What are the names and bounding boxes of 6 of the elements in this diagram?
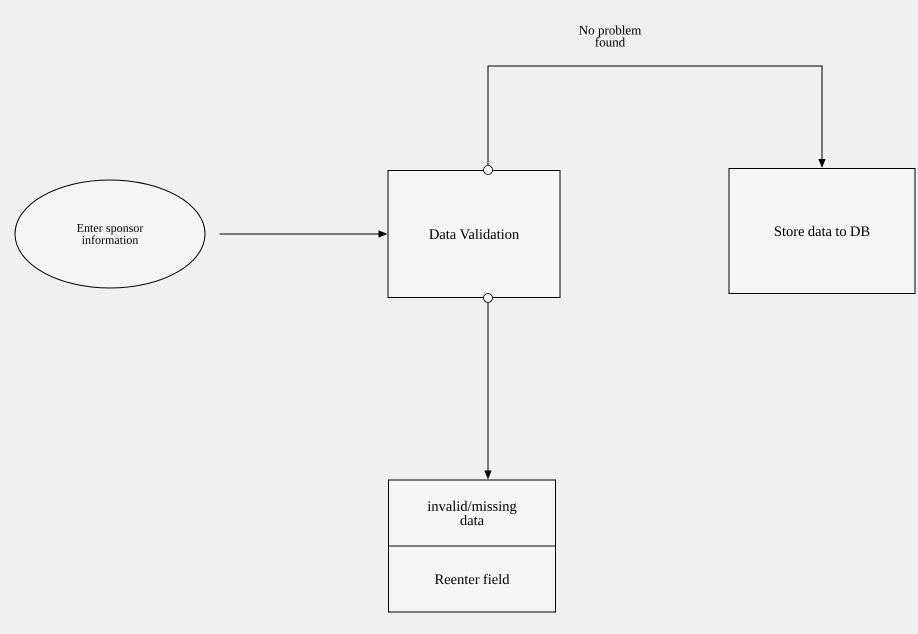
process-box: invalid/missing data bbox=[388, 480, 556, 546]
process-box: Store data to DB bbox=[728, 168, 916, 294]
arrow bbox=[483, 66, 826, 175]
process-box: Reenter field bbox=[388, 546, 556, 612]
edge-label: No problem found bbox=[579, 25, 642, 47]
process-box: Data Validation bbox=[388, 170, 560, 298]
